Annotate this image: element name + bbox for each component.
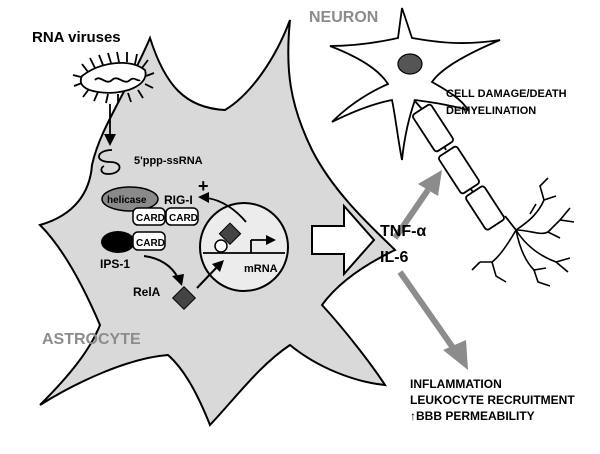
arrow-to-neuron bbox=[392, 170, 442, 240]
myelin-sheath-2 bbox=[438, 145, 480, 195]
myelin-sheath-1 bbox=[412, 103, 454, 153]
ips-1-protein bbox=[101, 231, 135, 253]
transcription-arrow bbox=[250, 235, 276, 253]
card-label-3: CARD bbox=[136, 238, 165, 249]
neuron-soma bbox=[329, 7, 501, 161]
ssrna-label: 5'ppp-ssRNA bbox=[134, 155, 203, 167]
secretion-arrow bbox=[311, 203, 376, 277]
rela-translocation-arrow bbox=[196, 260, 224, 289]
nucleus bbox=[199, 202, 289, 292]
il-6-label: IL-6 bbox=[380, 249, 409, 266]
leukocyte-recruitment-label: LEUKOCYTE RECRUITMENT bbox=[410, 393, 575, 407]
rig-i-card-box-1 bbox=[132, 207, 166, 226]
neuron-nucleus bbox=[397, 53, 423, 75]
cell-damage-label: CELL DAMAGE/DEATH bbox=[446, 88, 567, 100]
demyelination-label: DEMYELINATION bbox=[446, 105, 536, 117]
nuclear-rela bbox=[218, 222, 242, 246]
ssrna-strand bbox=[98, 149, 121, 175]
tnf-alpha-label: TNF-α bbox=[380, 223, 426, 240]
co-factor bbox=[214, 239, 228, 253]
arrow-to-effects bbox=[397, 270, 468, 370]
bbb-permeability-label: ↑BBB PERMEABILITY bbox=[410, 409, 535, 423]
inflammation-label: INFLAMMATION bbox=[410, 377, 502, 391]
rig-i-label: RIG-I bbox=[164, 193, 193, 207]
plus-sign: + bbox=[198, 176, 209, 196]
ips1-to-rela-arrow bbox=[143, 255, 184, 286]
card-label-2: CARD bbox=[169, 213, 198, 224]
rna-viruses-label: RNA viruses bbox=[32, 29, 121, 46]
rig-i-card-box-2 bbox=[165, 207, 199, 226]
rna-virus-icon bbox=[72, 51, 155, 104]
mrna-label: mRNA bbox=[244, 263, 278, 275]
entry-arrow bbox=[104, 104, 116, 146]
rela-label: RelA bbox=[133, 285, 161, 299]
helicase-domain bbox=[101, 186, 159, 212]
astrocyte-label: ASTROCYTE bbox=[42, 331, 141, 348]
ips-1-label: IPS-1 bbox=[100, 257, 130, 271]
myelin-sheath-3 bbox=[465, 185, 505, 231]
neuron-label: NEURON bbox=[309, 9, 378, 26]
neuron bbox=[329, 7, 575, 287]
card-label-1: CARD bbox=[136, 213, 165, 224]
rela-protein bbox=[171, 285, 197, 311]
feedback-arrow bbox=[198, 192, 247, 223]
ips-1-card-box bbox=[132, 231, 166, 251]
helicase-label: helicase bbox=[107, 195, 147, 206]
